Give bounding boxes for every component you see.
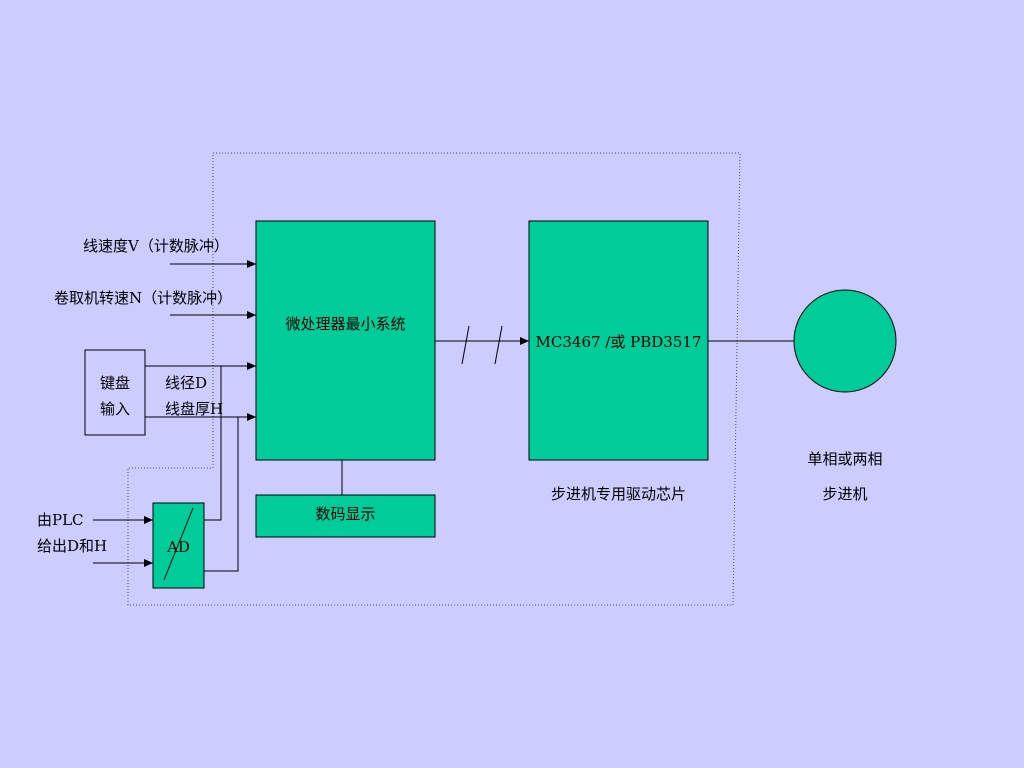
- mcu-block: [255, 220, 436, 461]
- bus-slash-1: [461, 325, 470, 365]
- ad-block: [152, 502, 205, 589]
- mcu-label: 微处理器最小系统: [285, 315, 406, 333]
- label-plc-line1: 由PLC: [37, 511, 84, 529]
- label-winding-speed: 卷取机转速N（计数脉冲）: [54, 289, 233, 307]
- label-coil-thickness: 线盘厚H: [165, 400, 224, 418]
- keyboard-label-line2: 输入: [99, 400, 130, 418]
- system-boundary: [127, 152, 741, 606]
- display-label: 数码显示: [315, 505, 376, 523]
- driver-chip-block: [528, 220, 709, 461]
- label-wire-diameter: 线径D: [165, 374, 208, 392]
- ad-output-line-1: [204, 366, 222, 521]
- motor-caption-line1: 单相或两相: [807, 450, 883, 468]
- label-plc-line2: 给出D和H: [37, 537, 108, 555]
- motor-caption-line2: 步进机: [822, 485, 868, 503]
- keyboard-block: [84, 349, 146, 436]
- bus-slash-2: [494, 325, 503, 365]
- driver-chip-label: MC3467 /或 PBD3517: [535, 333, 702, 351]
- keyboard-label-line1: 键盘: [99, 374, 130, 392]
- label-line-speed: 线速度V（计数脉冲）: [83, 237, 229, 255]
- ad-block-diagonal: [163, 507, 194, 581]
- ad-output-line-2: [204, 417, 239, 572]
- display-block: [255, 494, 436, 538]
- ad-label: AD: [167, 538, 190, 556]
- stepper-motor: [793, 289, 897, 393]
- driver-caption: 步进机专用驱动芯片: [550, 485, 686, 503]
